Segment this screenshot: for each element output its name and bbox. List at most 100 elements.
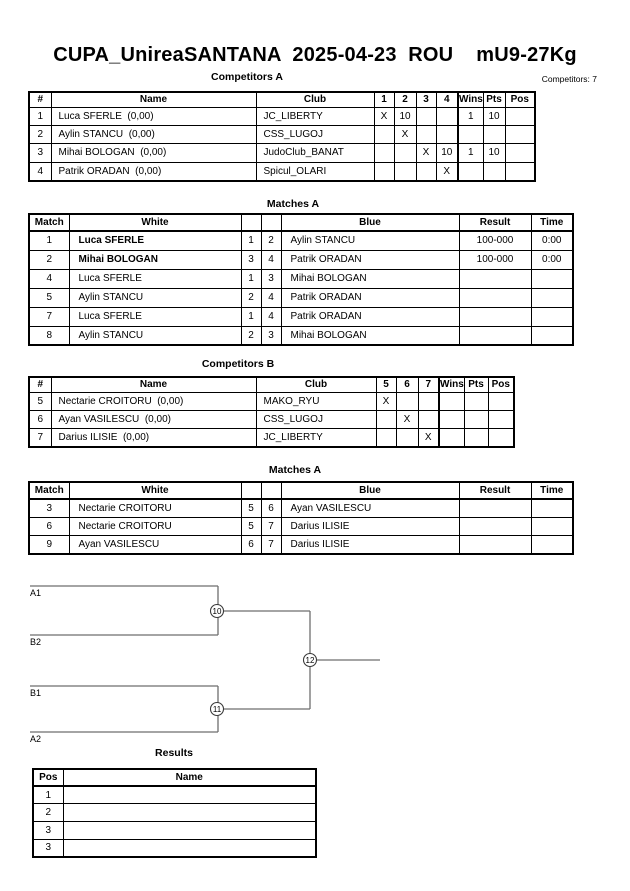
table-cell	[530, 268, 574, 289]
table-cell: 2	[240, 287, 262, 308]
table-cell: Aylin STANCU	[68, 325, 242, 346]
competitors-a-title: Competitors A	[211, 71, 283, 83]
table-cell: 4	[28, 161, 52, 182]
table-cell: 1	[32, 785, 64, 805]
table-cell: 1	[28, 106, 52, 126]
table-cell: Nectarie CROITORU	[68, 498, 242, 518]
table-cell: Ayan VASILESCU	[280, 498, 460, 518]
match-node-12: 12	[306, 656, 315, 665]
table-cell: 100-000	[458, 249, 532, 270]
table-cell: Ayan VASILESCU	[68, 535, 242, 555]
table-cell: 5	[28, 287, 70, 308]
table-cell	[373, 124, 395, 145]
column-header: Wins	[457, 91, 484, 108]
match-node-circle-12	[302, 652, 318, 668]
table-cell	[530, 287, 574, 308]
table-cell	[395, 391, 419, 411]
table-cell: JudoClub_BANAT	[255, 143, 375, 163]
table-cell: MAKO_RYU	[255, 391, 377, 411]
table-cell	[373, 161, 395, 182]
table-cell: Patrik ORADAN (0,00)	[50, 161, 257, 182]
table-cell	[487, 409, 515, 430]
column-header: Blue	[280, 213, 460, 232]
table-cell: 3	[28, 498, 70, 518]
table-cell: 10	[435, 143, 459, 163]
column-header: #	[28, 376, 52, 393]
table-cell: 8	[28, 325, 70, 346]
page-title: CUPA_UnireaSANTANA 2025-04-23 ROU mU9-27…	[53, 44, 577, 66]
table-cell	[62, 785, 317, 805]
table-cell	[458, 268, 532, 289]
table-cell: 3	[260, 325, 282, 346]
column-header: Result	[458, 481, 532, 500]
table-cell	[375, 409, 397, 430]
table-cell: 10	[393, 106, 417, 126]
column-header: Result	[458, 213, 532, 232]
table-row: 3	[32, 820, 317, 840]
table-cell	[373, 143, 395, 163]
table-cell: Spicul_OLARI	[255, 161, 375, 182]
table-cell	[530, 498, 574, 518]
table-cell	[530, 306, 574, 327]
table-cell	[482, 124, 506, 145]
table-cell: 2	[28, 249, 70, 270]
column-header: Time	[530, 213, 574, 232]
table-cell	[463, 391, 489, 411]
table-cell: 5	[240, 516, 262, 537]
table-cell: X	[415, 143, 437, 163]
bracket-slot-a2: A2	[30, 734, 41, 744]
table-cell	[62, 820, 317, 840]
column-header: 1	[373, 91, 395, 108]
table-cell: Mihai BOLOGAN	[68, 249, 242, 270]
table-cell	[463, 409, 489, 430]
bracket-line-top-pair	[30, 585, 219, 636]
table-cell: 0:00	[530, 249, 574, 270]
column-header: Name	[62, 768, 317, 787]
table-cell: Mihai BOLOGAN	[280, 268, 460, 289]
table-cell: Mihai BOLOGAN (0,00)	[50, 143, 257, 163]
match-node-circle-11	[209, 701, 225, 717]
column-header: 6	[395, 376, 419, 393]
table-cell: 4	[260, 306, 282, 327]
table-cell: Luca SFERLE	[68, 306, 242, 327]
column-header: Match	[28, 481, 70, 500]
table-cell: Patrik ORADAN	[280, 287, 460, 308]
table-cell: CSS_LUGOJ	[255, 124, 375, 145]
table-row: 2	[32, 803, 317, 822]
table-cell	[458, 516, 532, 537]
column-header: #	[28, 91, 52, 108]
bracket-slot-b1: B1	[30, 688, 41, 698]
table-cell	[530, 325, 574, 346]
column-header: Club	[255, 376, 377, 393]
table-cell: 5	[240, 498, 262, 518]
table-cell	[458, 535, 532, 555]
matches-a-title: Matches A	[266, 198, 320, 210]
table-cell: 6	[28, 409, 52, 430]
table-cell	[438, 409, 465, 430]
column-header: Match	[28, 213, 70, 232]
column-header	[260, 213, 282, 232]
table-cell: 3	[240, 249, 262, 270]
table-cell: 1	[240, 306, 262, 327]
table-cell	[415, 106, 437, 126]
table-cell: 10	[482, 106, 506, 126]
table-cell: Darius ILISIE (0,00)	[50, 428, 257, 448]
table-cell: X	[373, 106, 395, 126]
table-cell	[435, 124, 459, 145]
column-header: Blue	[280, 481, 460, 500]
table-cell: Luca SFERLE	[68, 268, 242, 289]
table-cell: Luca SFERLE (0,00)	[50, 106, 257, 126]
table-cell	[438, 391, 465, 411]
